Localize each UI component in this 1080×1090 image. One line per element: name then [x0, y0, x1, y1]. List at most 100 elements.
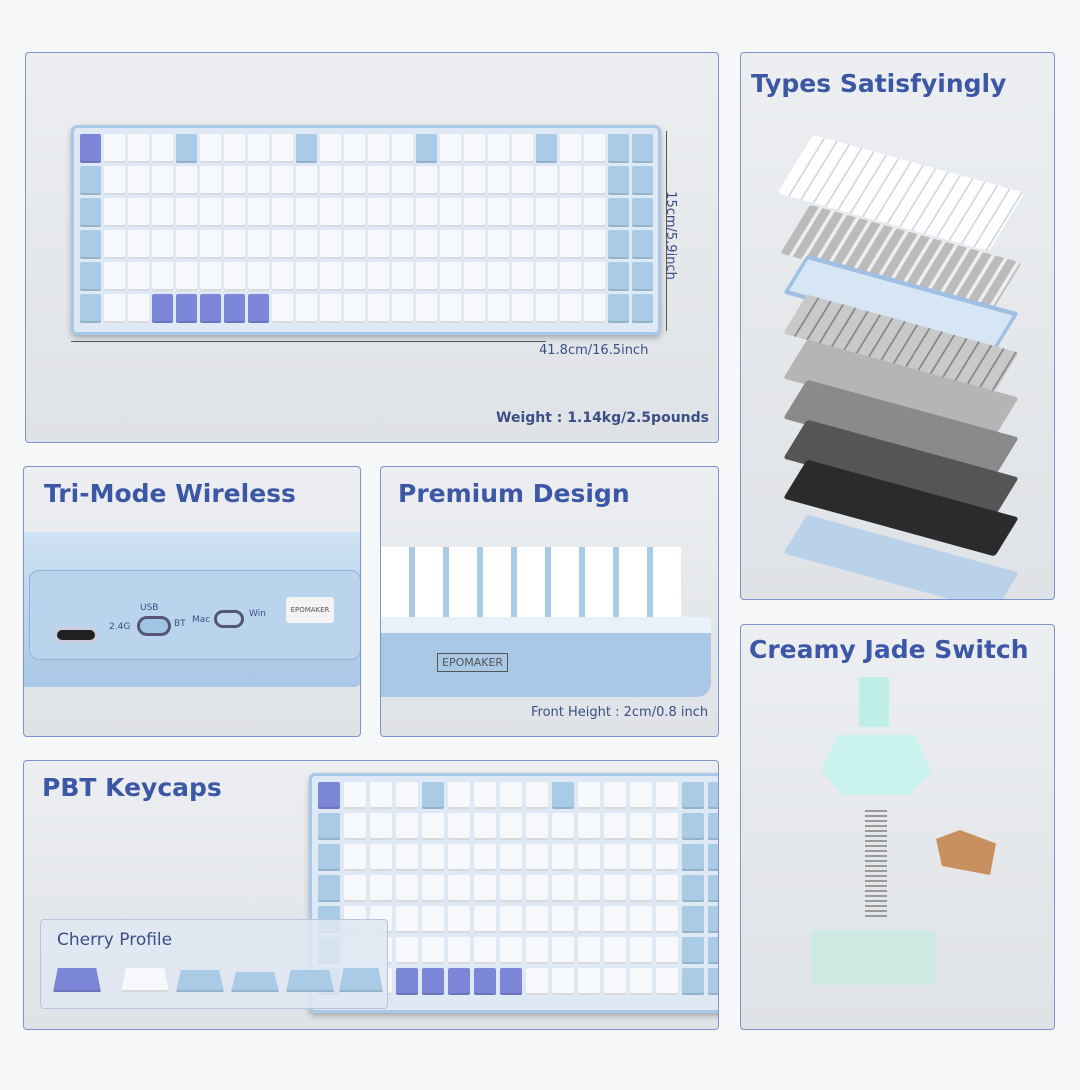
keycap: [578, 813, 600, 840]
keycap: [604, 875, 626, 902]
mode-switch[interactable]: [137, 616, 171, 636]
switch-stem: [859, 677, 889, 727]
keycap: [448, 875, 470, 902]
keycap: [630, 813, 652, 840]
switch-title: Creamy Jade Switch: [749, 635, 1029, 664]
keycap: [488, 134, 509, 163]
keycap: [416, 166, 437, 195]
keycap: [272, 166, 293, 195]
keycap: [536, 262, 557, 291]
keycap: [344, 782, 366, 809]
keycap: [630, 844, 652, 871]
keycap: [526, 968, 548, 995]
epomaker-logo: EPOMAKER: [437, 653, 509, 672]
keycap-profile-r2: [121, 968, 169, 992]
front-height-label: Front Height : 2cm/0.8 inch: [531, 705, 709, 720]
mode-24g-label: 2.4G: [109, 622, 131, 632]
keycap: [80, 230, 101, 259]
keycap: [224, 262, 245, 291]
keycap: [500, 813, 522, 840]
keycap: [604, 906, 626, 933]
keycap: [500, 875, 522, 902]
keycap: [632, 294, 653, 323]
keycap: [708, 906, 718, 933]
keycap: [560, 294, 581, 323]
keycap: [416, 134, 437, 163]
keycap: [632, 166, 653, 195]
keycaps-row: [381, 547, 681, 617]
keycap: [488, 198, 509, 227]
keycap: [630, 906, 652, 933]
keycap: [272, 198, 293, 227]
keycap: [500, 782, 522, 809]
keycap: [608, 262, 629, 291]
keycap: [392, 198, 413, 227]
keycap: [500, 844, 522, 871]
keycap: [422, 844, 444, 871]
keycap: [464, 198, 485, 227]
keycap: [200, 166, 221, 195]
keycap: [656, 813, 678, 840]
keycap: [152, 166, 173, 195]
keycap: [604, 937, 626, 964]
keycap: [176, 230, 197, 259]
keycap: [440, 134, 461, 163]
keycaps-panel: PBT Keycaps Cherry Profile: [23, 760, 719, 1030]
usb-c-port-icon: [54, 627, 98, 643]
keycap: [320, 230, 341, 259]
keycap-profile-r1: [53, 968, 101, 992]
keycap: [392, 134, 413, 163]
keycap: [296, 134, 317, 163]
keycap: [80, 134, 101, 163]
keycap: [464, 134, 485, 163]
os-switch[interactable]: [214, 610, 244, 628]
keyboard-closeup: [309, 773, 718, 1013]
keycap: [296, 230, 317, 259]
keycap: [560, 198, 581, 227]
width-label: 41.8cm/16.5inch: [539, 343, 649, 358]
keycap: [320, 294, 341, 323]
keycap: [448, 844, 470, 871]
keycap: [128, 262, 149, 291]
keycap: [440, 166, 461, 195]
keycap: [396, 813, 418, 840]
keycap: [630, 937, 652, 964]
keycap: [630, 782, 652, 809]
keycap: [422, 937, 444, 964]
keycap: [632, 262, 653, 291]
keycap: [448, 968, 470, 995]
cherry-profile-card: Cherry Profile: [40, 919, 388, 1009]
keycap: [630, 875, 652, 902]
keycap: [512, 294, 533, 323]
keycap: [422, 813, 444, 840]
keycap: [320, 134, 341, 163]
keycap: [526, 813, 548, 840]
keycap: [422, 875, 444, 902]
keycap: [708, 844, 718, 871]
keycap: [416, 262, 437, 291]
keycap: [416, 198, 437, 227]
keycap: [500, 968, 522, 995]
keycap: [392, 166, 413, 195]
keycap: [708, 937, 718, 964]
keycap: [248, 198, 269, 227]
weight-label: Weight : 1.14kg/2.5pounds: [496, 410, 709, 426]
keycap: [464, 230, 485, 259]
keycap: [200, 294, 221, 323]
height-label: 15cm/5.9inch: [662, 191, 678, 280]
keycap: [536, 166, 557, 195]
keycap: [224, 294, 245, 323]
keycap: [474, 875, 496, 902]
keycap: [584, 198, 605, 227]
keycap: [552, 782, 574, 809]
keycap: [368, 294, 389, 323]
keycap: [272, 230, 293, 259]
keycap: [512, 262, 533, 291]
keycap: [370, 813, 392, 840]
keycap: [708, 875, 718, 902]
keycap: [536, 198, 557, 227]
keycap: [396, 844, 418, 871]
keycap: [560, 262, 581, 291]
keycap: [344, 875, 366, 902]
os-mac-label: Mac: [192, 615, 211, 625]
